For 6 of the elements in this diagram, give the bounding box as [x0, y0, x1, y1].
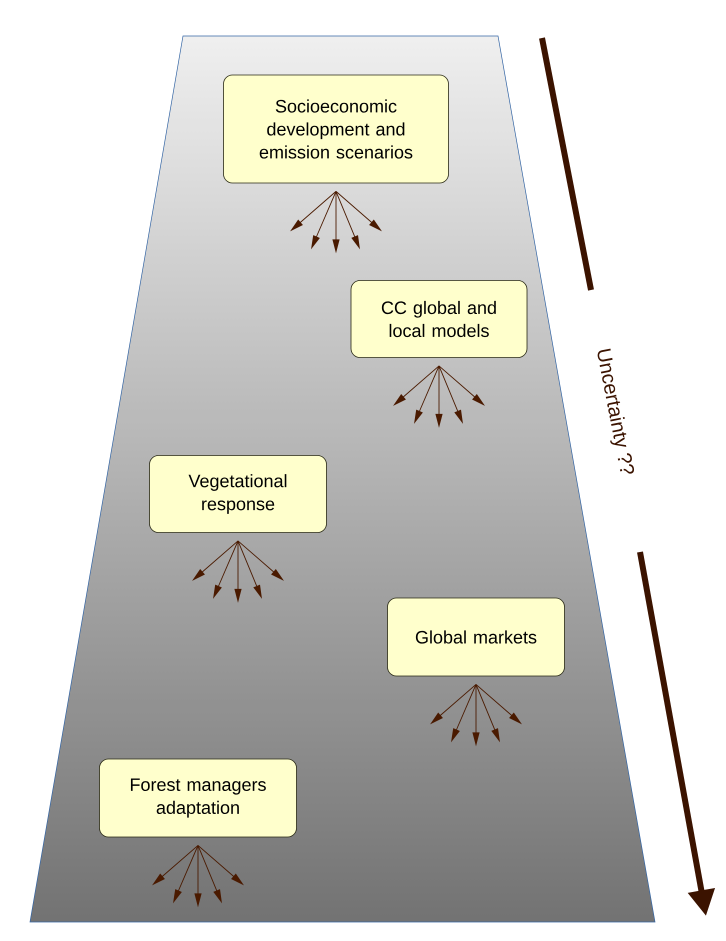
process-box: Socioeconomic development and emission scenarios [223, 74, 449, 184]
process-box: CC global and local models [350, 280, 528, 358]
process-box: Vegetational response [149, 455, 327, 533]
process-box: Forest managers adaptation [99, 758, 297, 838]
axis-label: Uncertainty ?? [598, 348, 634, 474]
process-box: Global markets [387, 598, 565, 676]
